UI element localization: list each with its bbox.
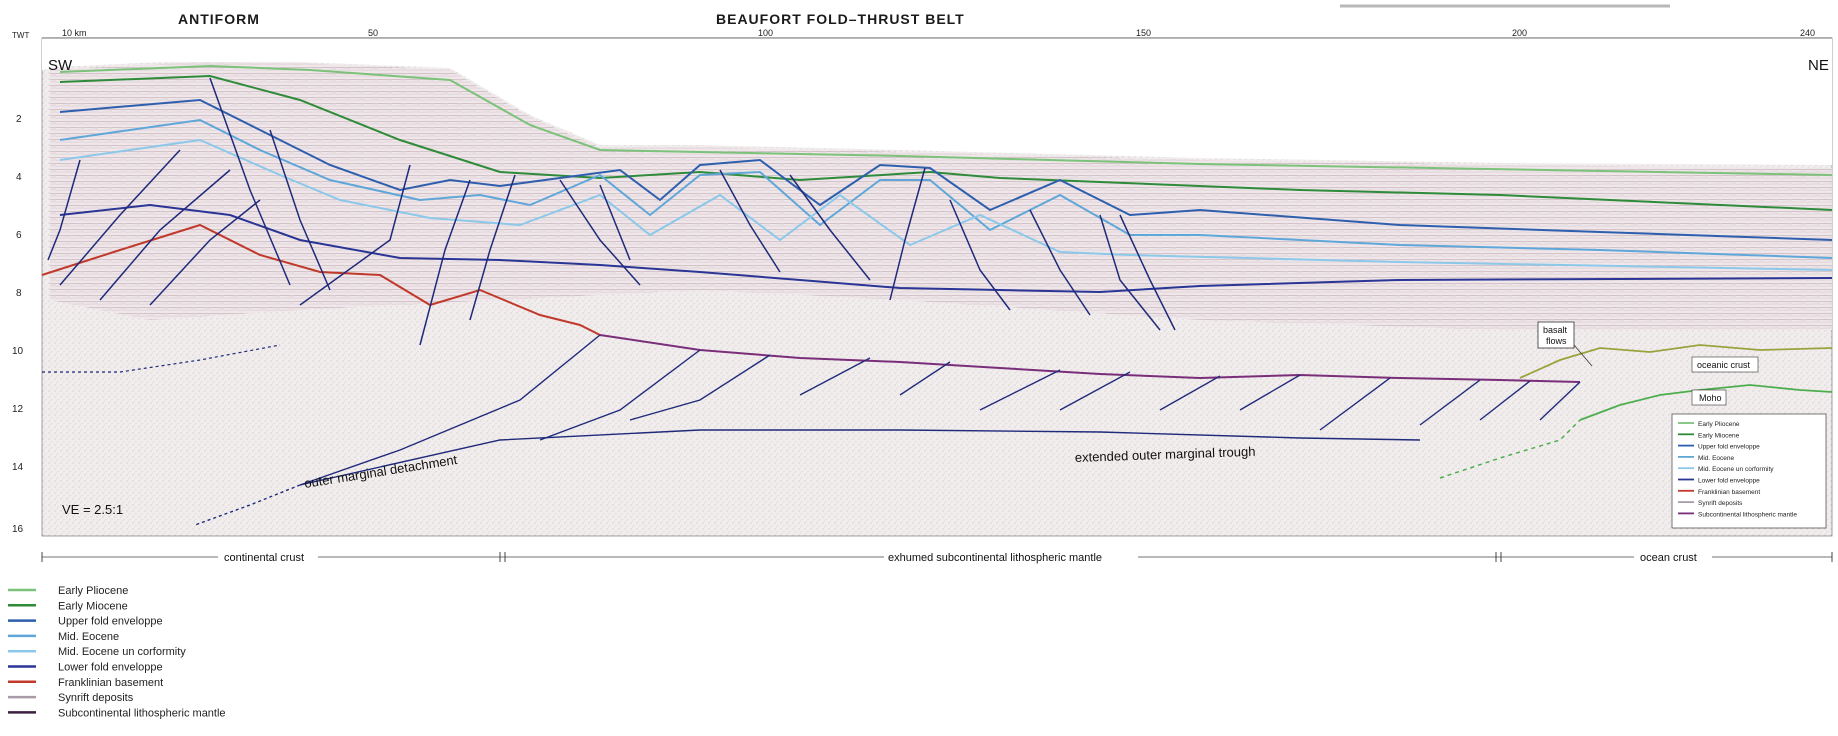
- continental-crust-label: continental crust: [224, 552, 304, 564]
- legend-label: Mid. Eocene: [58, 631, 119, 643]
- inset-legend-label: Franklinian basement: [1698, 489, 1760, 496]
- extended-trough-label: extended outer marginal trough: [1075, 444, 1256, 465]
- dotted-antiform-base: [42, 344, 281, 373]
- x-tick-10: 10 km: [62, 28, 87, 38]
- legend-label: Early Miocene: [58, 600, 128, 612]
- faults: [47, 77, 1176, 346]
- deep-faults: [299, 334, 1581, 486]
- horizon-upper-fold: [59, 98, 1833, 241]
- legend-label: Subcontinental lithospheric mantle: [58, 707, 226, 719]
- legend-label: Lower fold enveloppe: [58, 662, 163, 674]
- x-tick-50: 50: [368, 28, 378, 38]
- inset-legend-label: Early Miocene: [1698, 432, 1740, 439]
- twt-label: TWT: [12, 31, 29, 40]
- legend-label: Early Pliocene: [58, 585, 128, 597]
- ne-label: NE: [1808, 57, 1829, 74]
- exhumed-mantle-label: exhumed subcontinental lithospheric mant…: [888, 552, 1102, 564]
- ocean-crust-label: ocean crust: [1640, 552, 1697, 564]
- ve-label: VE = 2.5:1: [62, 502, 123, 517]
- sw-label: SW: [48, 57, 73, 74]
- basalt-flows-callout: basalt flows: [1537, 321, 1593, 367]
- inset-legend-label: Lower fold enveloppe: [1698, 478, 1760, 485]
- y-tick-4: 4: [16, 172, 22, 183]
- basalt-label-line1: basalt: [1543, 325, 1568, 335]
- horizon-lower-fold: [59, 203, 1833, 294]
- y-tick-8: 8: [16, 288, 22, 299]
- x-tick-200: 200: [1512, 28, 1527, 38]
- inset-legend-label: Upper fold enveloppe: [1698, 444, 1760, 451]
- inset-legend-label: Mid. Eocene un corformity: [1698, 466, 1774, 473]
- horizon-early-pliocene: [59, 64, 1833, 176]
- x-tick-240: 240: [1800, 28, 1815, 38]
- dotted-detachment-continuation: [194, 484, 301, 526]
- inset-legend-label: Synrift deposits: [1698, 500, 1743, 507]
- horizon-oceanic-crust: [1519, 344, 1833, 379]
- moho-callout: Moho: [1691, 389, 1727, 406]
- water-column: [42, 38, 1832, 165]
- oceanic-crust-label: oceanic crust: [1697, 360, 1751, 370]
- crust-bar: continental crust exhumed subcontinental…: [41, 549, 1833, 565]
- horizon-synrift: [599, 334, 1581, 383]
- basalt-label-line2: flows: [1546, 336, 1567, 346]
- x-tick-150: 150: [1136, 28, 1151, 38]
- horizon-franklinian: [41, 223, 601, 336]
- horizon-mid-eocene: [59, 118, 1833, 259]
- legend-label: Mid. Eocene un corformity: [58, 646, 186, 658]
- y-tick-12: 12: [12, 404, 24, 415]
- inset-legend-label: Early Pliocene: [1698, 421, 1740, 428]
- fold-thrust-belt-title: BEAUFORT FOLD–THRUST BELT: [716, 11, 965, 27]
- y-tick-6: 6: [16, 230, 22, 241]
- inset-legend-label: Mid. Eocene: [1698, 455, 1735, 462]
- moho-label: Moho: [1699, 393, 1722, 403]
- y-tick-2: 2: [16, 114, 22, 125]
- y-tick-16: 16: [12, 524, 24, 535]
- y-tick-14: 14: [12, 462, 24, 473]
- legend-label: Upper fold enveloppe: [58, 616, 163, 628]
- y-tick-10: 10: [12, 346, 24, 357]
- antiform-title: ANTIFORM: [178, 11, 260, 27]
- legend-label: Franklinian basement: [58, 677, 163, 689]
- x-tick-100: 100: [758, 28, 773, 38]
- horizon-early-miocene: [59, 74, 1833, 211]
- legend-label: Synrift deposits: [58, 692, 134, 704]
- inset-legend-label: Subcontinental lithospheric mantle: [1698, 511, 1797, 518]
- sediment-layers: [50, 62, 1832, 330]
- horizons: [41, 64, 1833, 479]
- horizon-mid-eocene-unconformity: [59, 138, 1833, 271]
- oceanic-crust-callout: oceanic crust: [1691, 356, 1759, 373]
